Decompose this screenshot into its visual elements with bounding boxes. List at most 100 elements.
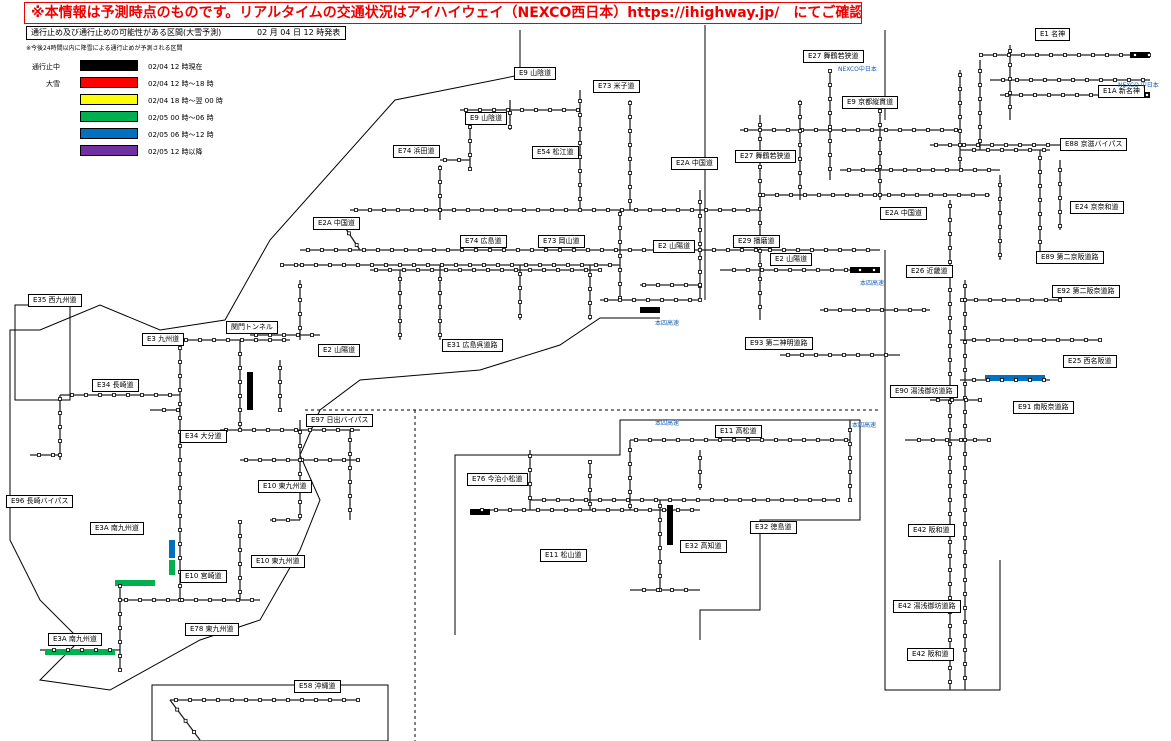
interchange-mark xyxy=(578,197,582,201)
interchange-mark xyxy=(1042,338,1046,342)
route-label: E32 徳島道 xyxy=(750,521,797,534)
interchange-mark xyxy=(698,456,702,460)
interchange-mark xyxy=(986,148,990,152)
interchange-mark xyxy=(614,248,618,252)
interchange-mark xyxy=(348,494,352,498)
interchange-mark xyxy=(698,484,702,488)
interchange-mark xyxy=(588,460,592,464)
interchange-mark xyxy=(606,508,610,512)
interchange-mark xyxy=(950,398,954,402)
interchange-mark xyxy=(732,438,736,442)
route-label: E2 山陽道 xyxy=(318,344,361,357)
interchange-mark xyxy=(588,301,592,305)
interchange-mark xyxy=(814,353,818,357)
interchange-mark xyxy=(198,338,202,342)
interchange-mark xyxy=(538,263,542,267)
interchange-mark xyxy=(963,578,967,582)
legend-category-closed: 通行止中 xyxy=(32,63,60,71)
interchange-mark xyxy=(884,353,888,357)
interchange-mark xyxy=(948,400,952,404)
interchange-mark xyxy=(744,128,748,132)
interchange-mark xyxy=(178,500,182,504)
interchange-mark xyxy=(963,298,967,302)
interchange-mark xyxy=(424,208,428,212)
interchange-mark xyxy=(948,372,952,376)
interchange-mark xyxy=(948,428,952,432)
interchange-mark xyxy=(578,99,582,103)
interchange-mark xyxy=(963,564,967,568)
interchange-mark xyxy=(168,393,172,397)
interchange-mark xyxy=(578,127,582,131)
interchange-mark xyxy=(460,248,464,252)
interchange-mark xyxy=(758,263,762,267)
interchange-mark xyxy=(282,338,286,342)
interchange-mark xyxy=(438,305,442,309)
interchange-mark xyxy=(238,352,242,356)
forecast-header: 通行止め及び通行止めの可能性がある区間(大雪予測) 02 月 04 日 12 時… xyxy=(26,26,346,40)
interchange-mark xyxy=(282,333,286,337)
interchange-mark xyxy=(480,508,484,512)
interchange-mark xyxy=(628,157,632,161)
boundary-marker: 本四高速 xyxy=(852,422,877,429)
interchange-mark xyxy=(1058,298,1062,302)
interchange-mark xyxy=(948,680,952,684)
interchange-mark xyxy=(830,268,834,272)
interchange-mark xyxy=(480,208,484,212)
route-label: E2 山陽道 xyxy=(770,253,813,266)
interchange-mark xyxy=(948,456,952,460)
interchange-mark xyxy=(1058,210,1062,214)
interchange-mark xyxy=(963,368,967,372)
interchange-mark xyxy=(1000,338,1004,342)
route-label: E31 広島呉道路 xyxy=(442,339,503,352)
interchange-mark xyxy=(674,298,678,302)
interchange-mark xyxy=(628,129,632,133)
interchange-mark xyxy=(662,438,666,442)
interchange-mark xyxy=(963,382,967,386)
interchange-mark xyxy=(878,165,882,169)
interchange-mark xyxy=(294,428,298,432)
interchange-mark xyxy=(998,239,1002,243)
route-label: E42 湯浅御坊道路 xyxy=(893,600,961,613)
interchange-mark xyxy=(718,208,722,212)
interchange-mark xyxy=(948,260,952,264)
interchange-mark xyxy=(628,504,632,508)
interchange-mark xyxy=(518,286,522,290)
route-label: E32 高知道 xyxy=(680,540,727,553)
interchange-mark xyxy=(948,246,952,250)
route-label: E89 第二京阪道路 xyxy=(1036,251,1104,264)
interchange-mark xyxy=(958,101,962,105)
interchange-mark xyxy=(802,438,806,442)
route-label: E2A 中国道 xyxy=(671,157,718,170)
interchange-mark xyxy=(258,458,262,462)
interchange-mark xyxy=(972,338,976,342)
interchange-mark xyxy=(844,268,848,272)
legend-label: 02/04 18 時～翌 00 時 xyxy=(148,97,223,105)
route-label: E96 長崎バイパス xyxy=(6,495,74,508)
interchange-mark xyxy=(824,248,828,252)
interchange-mark xyxy=(370,263,374,267)
legend-swatch xyxy=(80,145,138,156)
interchange-mark xyxy=(626,498,630,502)
interchange-mark xyxy=(978,139,982,143)
route-label: E3 九州道 xyxy=(142,333,185,346)
interchange-mark xyxy=(878,179,882,183)
interchange-mark xyxy=(496,263,500,267)
interchange-mark xyxy=(238,394,242,398)
interchange-mark xyxy=(1147,53,1151,57)
interchange-mark xyxy=(856,353,860,357)
interchange-mark xyxy=(382,208,386,212)
interchange-mark xyxy=(628,115,632,119)
interchange-mark xyxy=(698,270,702,274)
interchange-mark xyxy=(438,277,442,281)
interchange-mark xyxy=(758,193,762,197)
interchange-mark xyxy=(178,472,182,476)
interchange-mark xyxy=(972,378,976,382)
interchange-mark xyxy=(518,272,522,276)
route-label: E29 播磨道 xyxy=(733,235,780,248)
interchange-mark xyxy=(550,508,554,512)
interchange-mark xyxy=(828,69,832,73)
interchange-mark xyxy=(1014,378,1018,382)
interchange-mark xyxy=(438,194,442,198)
interchange-mark xyxy=(618,268,622,272)
interchange-mark xyxy=(698,248,702,252)
